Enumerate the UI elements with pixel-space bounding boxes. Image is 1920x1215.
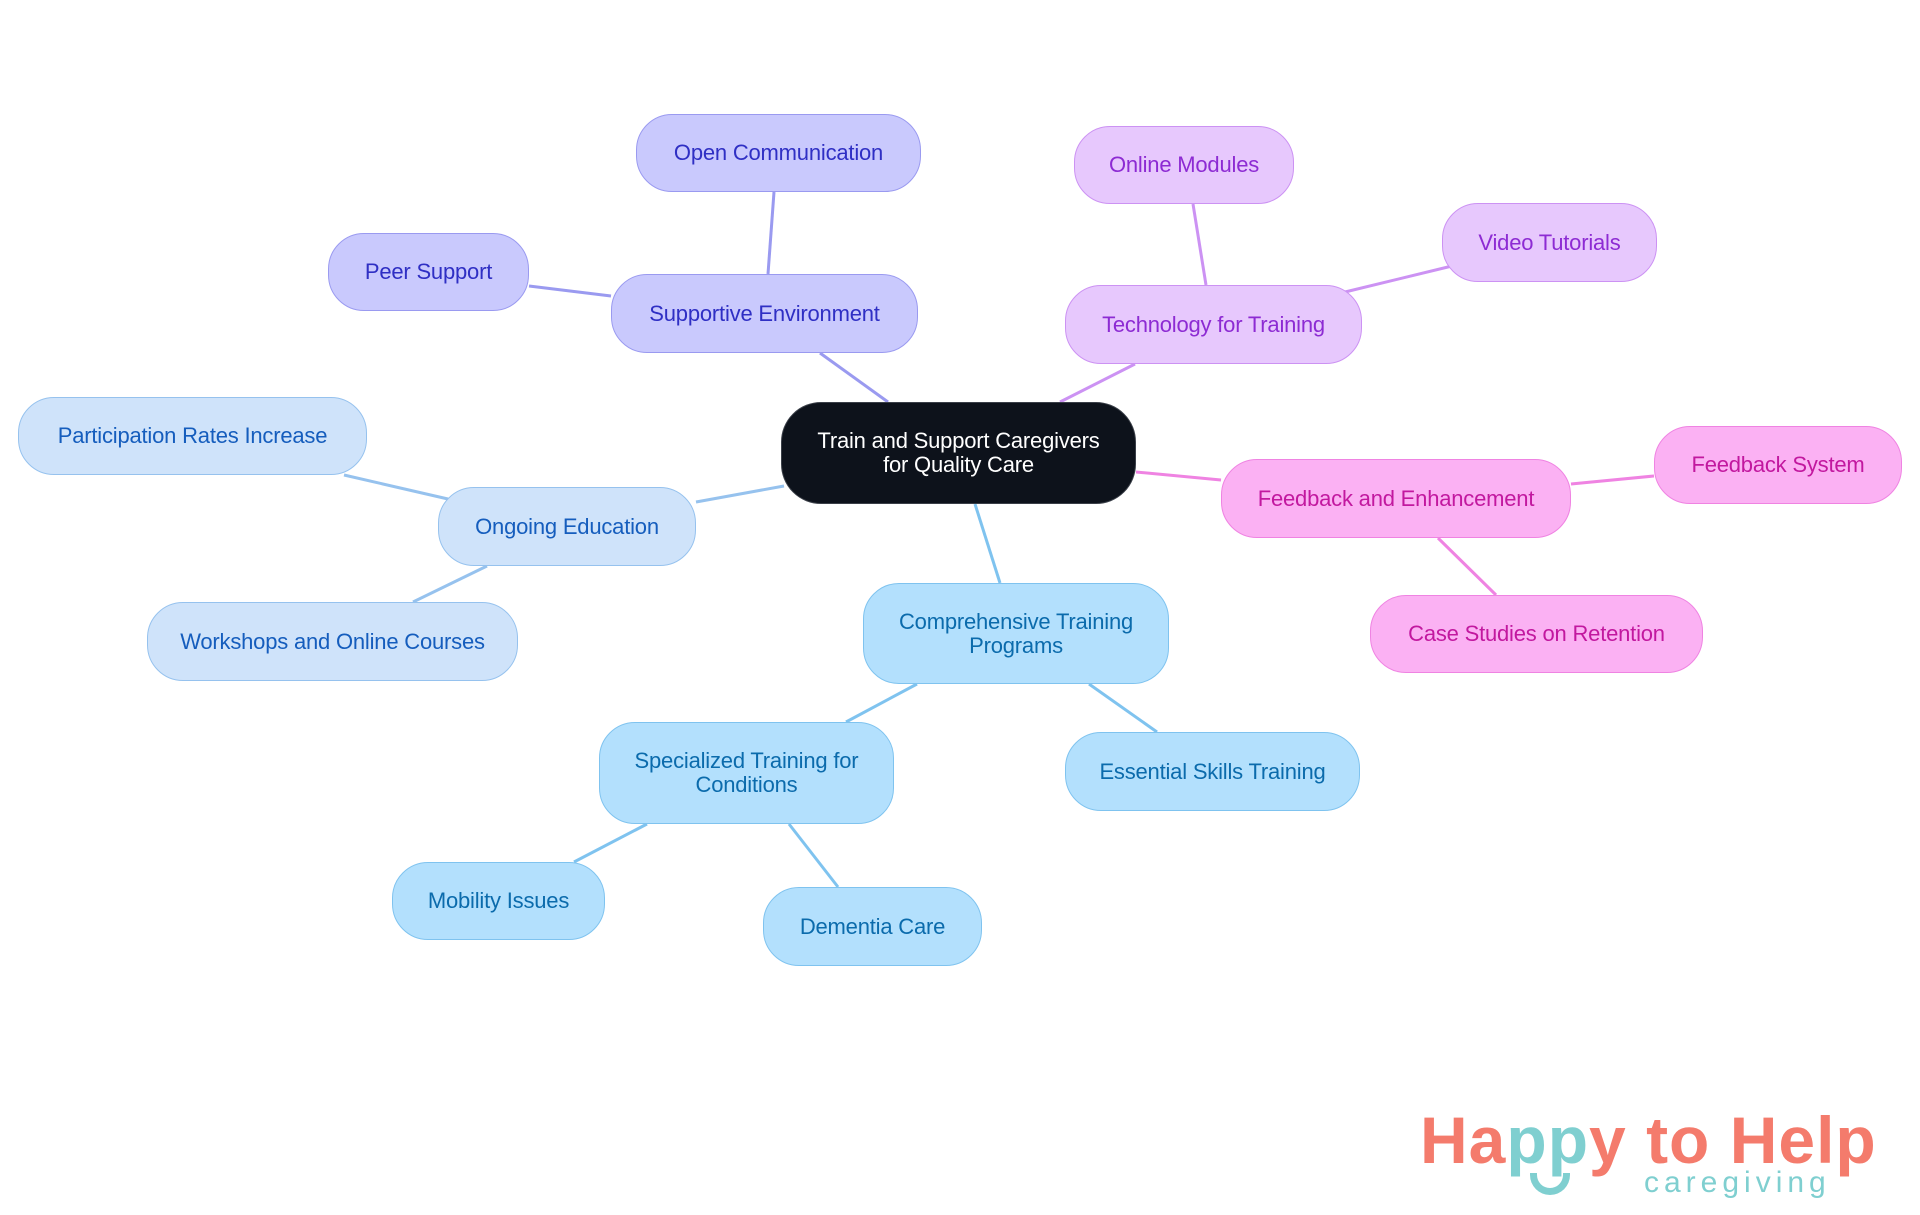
- node-label: Workshops and Online Courses: [180, 628, 485, 654]
- root-node[interactable]: Train and Support Caregivers for Quality…: [781, 402, 1136, 504]
- node-supportive-environment[interactable]: Supportive Environment: [611, 274, 918, 353]
- node-workshops-and-online-courses[interactable]: Workshops and Online Courses: [147, 602, 518, 681]
- node-open-communication[interactable]: Open Communication: [636, 114, 921, 192]
- node-feedback-system[interactable]: Feedback System: [1654, 426, 1902, 504]
- node-label: Mobility Issues: [427, 888, 570, 913]
- node-mobility-issues[interactable]: Mobility Issues: [392, 862, 605, 940]
- logo-text-to-help: to Help: [1626, 1103, 1877, 1177]
- node-label: Essential Skills Training: [1099, 758, 1326, 784]
- logo-text-y: y: [1589, 1103, 1627, 1177]
- node-peer-support[interactable]: Peer Support: [328, 233, 529, 311]
- node-specialized-training-for-conditions[interactable]: Specialized Training for Conditions: [599, 722, 894, 824]
- node-case-studies-on-retention[interactable]: Case Studies on Retention: [1370, 595, 1703, 673]
- node-comprehensive-training-programs[interactable]: Comprehensive Training Programs: [863, 583, 1169, 684]
- node-label: Feedback System: [1691, 452, 1865, 477]
- happy-to-help-logo: Happy to Help caregiving: [1420, 1105, 1880, 1205]
- smile-icon: [1530, 1173, 1570, 1195]
- logo-wordmark: Happy to Help: [1420, 1105, 1877, 1175]
- node-label: Comprehensive Training Programs: [898, 608, 1134, 658]
- node-dementia-care[interactable]: Dementia Care: [763, 887, 982, 966]
- node-label: Online Modules: [1108, 152, 1260, 177]
- node-online-modules[interactable]: Online Modules: [1074, 126, 1294, 204]
- node-label: Feedback and Enhancement: [1257, 485, 1535, 511]
- node-technology-for-training[interactable]: Technology for Training: [1065, 285, 1362, 364]
- logo-text-pp: pp: [1506, 1103, 1590, 1177]
- node-label: Specialized Training for Conditions: [634, 748, 859, 797]
- node-ongoing-education[interactable]: Ongoing Education: [438, 487, 696, 566]
- node-label: Technology for Training: [1102, 311, 1325, 337]
- node-video-tutorials[interactable]: Video Tutorials: [1442, 203, 1657, 282]
- node-participation-rates-increase[interactable]: Participation Rates Increase: [18, 397, 367, 475]
- node-label: Supportive Environment: [649, 300, 880, 326]
- node-essential-skills-training[interactable]: Essential Skills Training: [1065, 732, 1360, 811]
- node-label: Open Communication: [673, 140, 884, 165]
- node-label: Ongoing Education: [475, 513, 659, 539]
- node-label: Peer Support: [364, 259, 493, 284]
- node-label: Dementia Care: [799, 913, 946, 939]
- root-label: Train and Support Caregivers for Quality…: [817, 428, 1100, 477]
- node-label: Case Studies on Retention: [1408, 621, 1665, 646]
- node-feedback-and-enhancement[interactable]: Feedback and Enhancement: [1221, 459, 1571, 538]
- logo-text-ha: Ha: [1420, 1103, 1507, 1177]
- node-label: Video Tutorials: [1478, 229, 1621, 255]
- logo-subtitle: caregiving: [1644, 1166, 1831, 1199]
- node-label: Participation Rates Increase: [57, 423, 328, 448]
